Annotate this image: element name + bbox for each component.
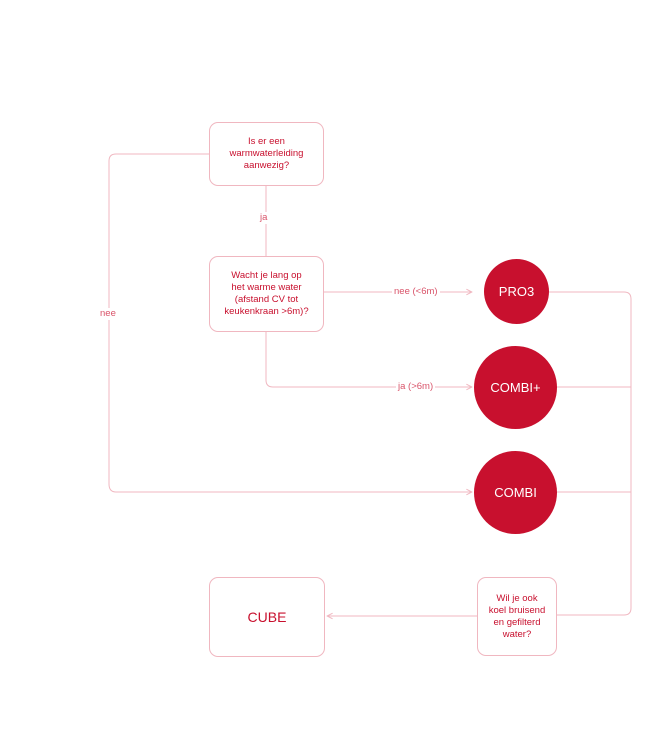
product-pro3-label: PRO3 (498, 284, 535, 299)
edge-label-nee: nee (98, 308, 118, 320)
product-combi-label: COMBI (494, 485, 537, 500)
product-combi: COMBI (474, 451, 557, 534)
product-combi-plus-label: COMBI+ (490, 380, 541, 395)
question-cooling: Wil je ook koel bruisend en gefilterd wa… (477, 577, 557, 656)
product-pro3: PRO3 (484, 259, 549, 324)
product-cube: CUBE (209, 577, 325, 657)
question-warmwater: Is er een warmwaterleiding aanwezig? (209, 122, 324, 186)
edge-label-nee-lt6: nee (<6m) (392, 286, 440, 298)
question-cooling-text: Wil je ook koel bruisend en gefilterd wa… (488, 592, 546, 640)
question-wait-text: Wacht je lang op het warme water (afstan… (224, 270, 309, 317)
edge-label-ja-gt6: ja (>6m) (396, 381, 436, 393)
edge-q2-to-combiplus (265, 332, 472, 387)
edge-q1-to-combi (108, 153, 472, 492)
edge-label-ja: ja (258, 212, 270, 224)
edge-pro3-to-collector (515, 291, 632, 616)
product-combi-plus: COMBI+ (474, 346, 557, 429)
question-wait: Wacht je lang op het warme water (afstan… (209, 256, 324, 332)
question-warmwater-text: Is er een warmwaterleiding aanwezig? (229, 136, 304, 171)
product-cube-label: CUBE (247, 609, 287, 625)
